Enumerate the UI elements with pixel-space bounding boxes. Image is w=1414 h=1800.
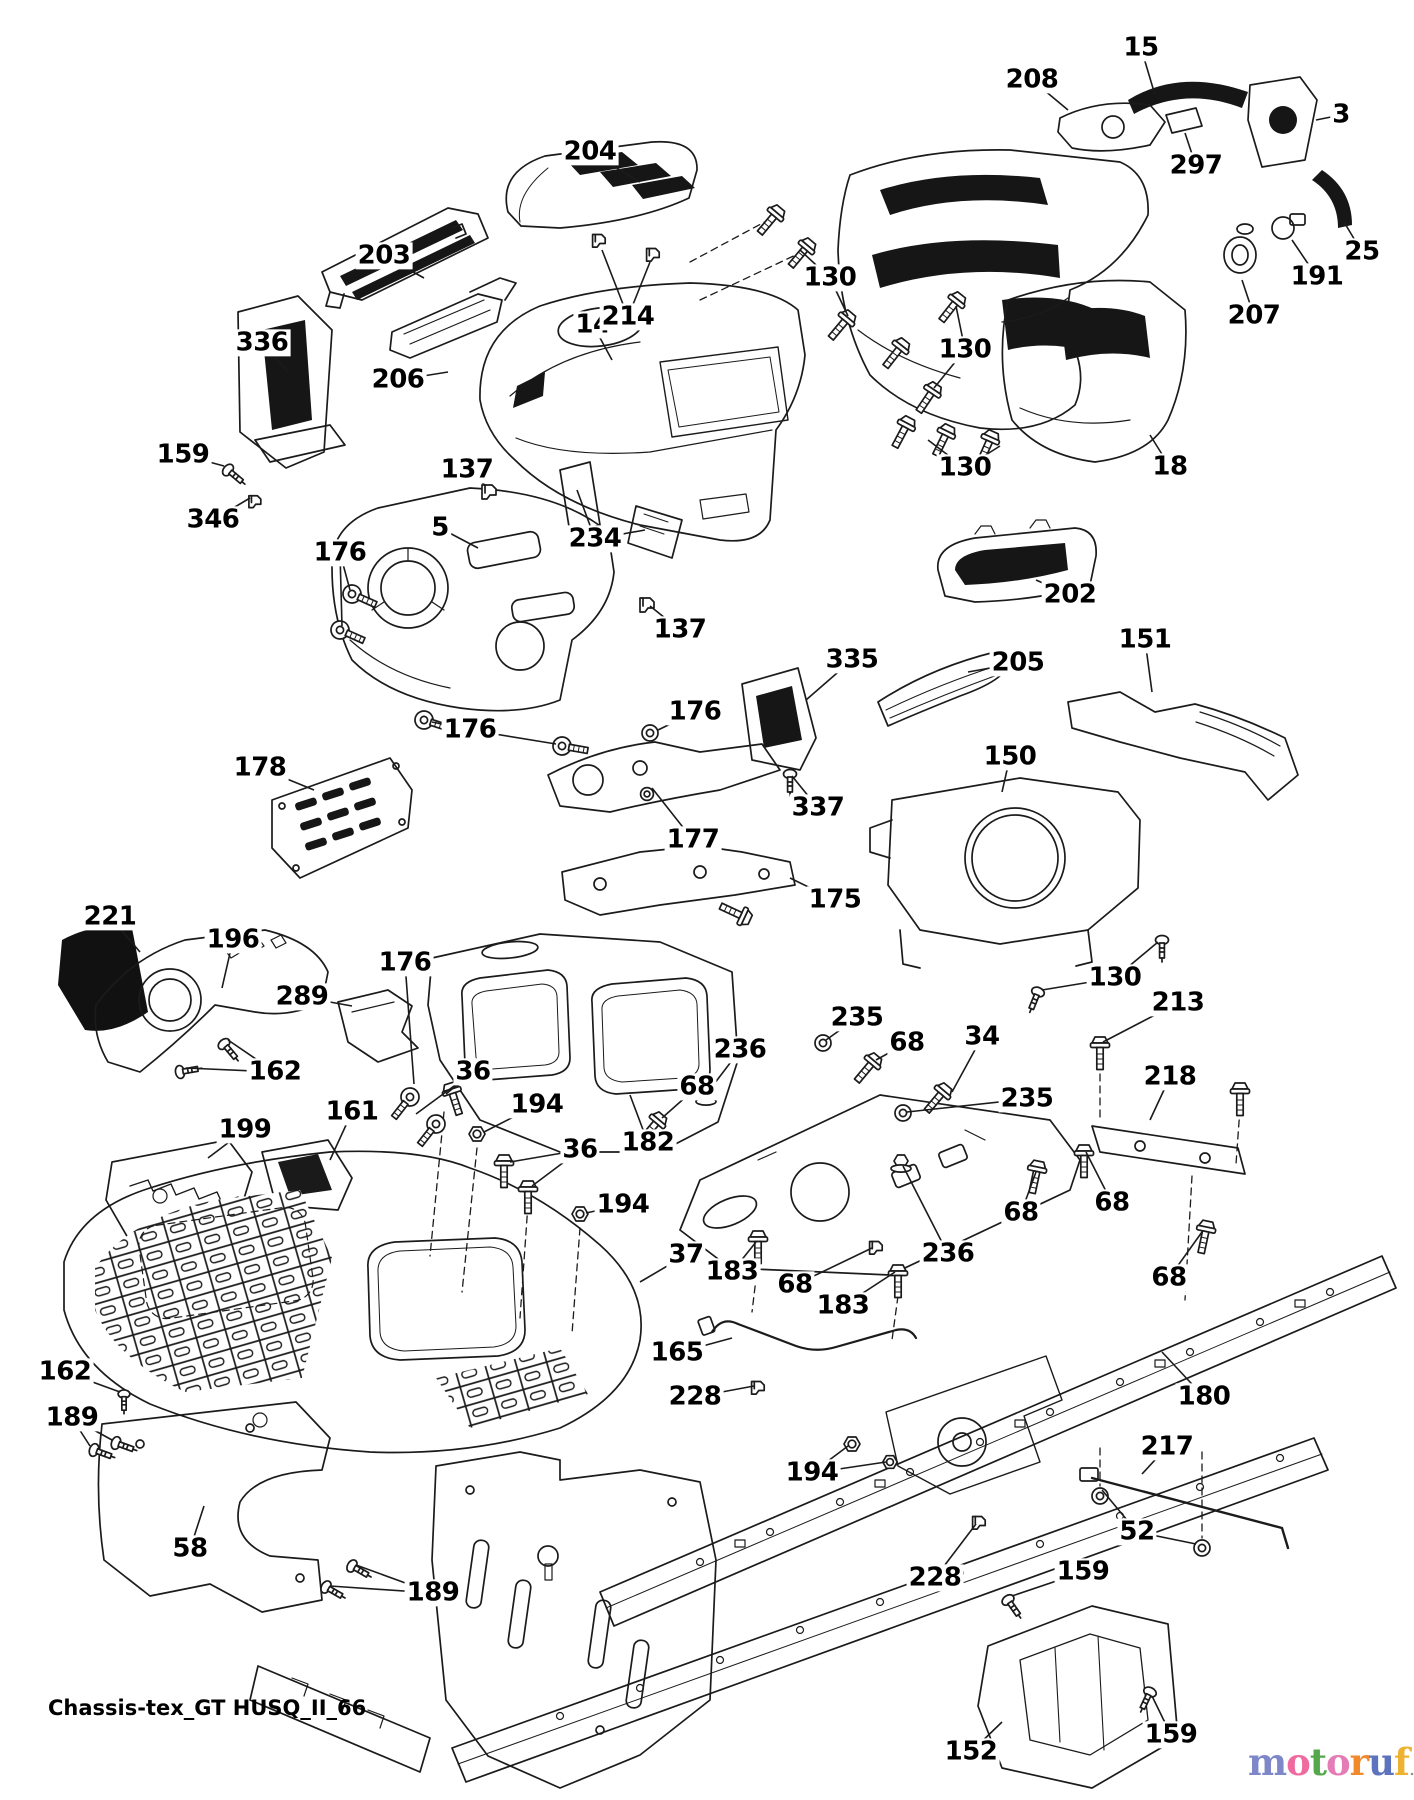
part-callout-221: 221 [81, 901, 139, 932]
part-callout-176: 176 [441, 714, 499, 745]
logo-letter: m [1248, 1740, 1287, 1784]
part-callout-228: 228 [666, 1381, 724, 1412]
part-callout-15: 15 [1121, 32, 1161, 63]
part-callout-183: 183 [814, 1290, 872, 1321]
part-callout-289: 289 [273, 981, 331, 1012]
diagram-title: Chassis-tex_GT HUSQ_II_66 [48, 1696, 367, 1720]
part-callout-297: 297 [1167, 150, 1225, 181]
logo-letter: r [1349, 1740, 1369, 1784]
part-callout-180: 180 [1175, 1381, 1233, 1412]
part-callout-213: 213 [1149, 987, 1207, 1018]
part-callout-218: 218 [1141, 1061, 1199, 1092]
part-callout-217: 217 [1138, 1431, 1196, 1462]
part-callout-162: 162 [246, 1056, 304, 1087]
logo-letter: o [1286, 1740, 1311, 1784]
part-callout-335: 335 [823, 644, 881, 675]
part-callout-214: 214 [599, 301, 657, 332]
part-callout-234: 234 [566, 523, 624, 554]
part-callout-175: 175 [806, 884, 864, 915]
part-callout-206: 206 [369, 364, 427, 395]
logo-letter: o [1325, 1740, 1351, 1784]
part-callout-199: 199 [216, 1114, 274, 1145]
part-callout-177: 177 [664, 824, 722, 855]
part-callout-68: 68 [1149, 1262, 1189, 1293]
part-callout-68: 68 [1001, 1197, 1041, 1228]
part-callout-152: 152 [942, 1736, 1000, 1767]
part-callout-159: 159 [154, 439, 212, 470]
part-callout-176: 176 [376, 947, 434, 978]
part-callout-68: 68 [1092, 1187, 1132, 1218]
part-callout-36: 36 [453, 1056, 493, 1087]
logo-letter: u [1368, 1740, 1395, 1784]
part-callout-194: 194 [783, 1457, 841, 1488]
part-callout-236: 236 [711, 1034, 769, 1065]
part-callout-204: 204 [561, 136, 619, 167]
part-callout-137: 137 [651, 614, 709, 645]
part-callout-194: 194 [594, 1189, 652, 1220]
part-callout-182: 182 [619, 1127, 677, 1158]
part-callout-130: 130 [936, 452, 994, 483]
part-callout-235: 235 [828, 1002, 886, 1033]
part-callout-208: 208 [1003, 64, 1061, 95]
part-callout-37: 37 [666, 1239, 706, 1270]
motoruf-tld: .de [1409, 1758, 1414, 1780]
part-callout-161: 161 [323, 1096, 381, 1127]
part-callout-130: 130 [936, 334, 994, 365]
part-callout-176: 176 [666, 696, 724, 727]
part-callout-52: 52 [1117, 1516, 1157, 1547]
part-callout-203: 203 [355, 240, 413, 271]
part-callout-236: 236 [919, 1238, 977, 1269]
part-callout-189: 189 [43, 1402, 101, 1433]
part-callout-68: 68 [775, 1269, 815, 1300]
part-callout-130: 130 [1086, 962, 1144, 993]
part-callout-337: 337 [789, 792, 847, 823]
part-callout-137: 137 [438, 454, 496, 485]
part-callout-191: 191 [1288, 261, 1346, 292]
part-callout-336: 336 [233, 327, 291, 358]
part-callout-194: 194 [508, 1089, 566, 1120]
part-callout-150: 150 [981, 741, 1039, 772]
part-callout-18: 18 [1150, 451, 1190, 482]
part-callout-159: 159 [1142, 1719, 1200, 1750]
part-callout-178: 178 [231, 752, 289, 783]
part-callout-346: 346 [184, 504, 242, 535]
part-callout-151: 151 [1116, 624, 1174, 655]
part-callout-159: 159 [1054, 1556, 1112, 1587]
motoruf-wordmark: motoruf [1248, 1740, 1410, 1784]
logo-letter: t [1309, 1740, 1327, 1784]
part-callout-202: 202 [1041, 579, 1099, 610]
part-callout-25: 25 [1342, 236, 1382, 267]
part-callout-68: 68 [677, 1071, 717, 1102]
part-callout-165: 165 [648, 1337, 706, 1368]
part-callout-58: 58 [170, 1533, 210, 1564]
part-callout-34: 34 [962, 1021, 1002, 1052]
part-callout-36: 36 [560, 1134, 600, 1165]
part-callout-176: 176 [311, 537, 369, 568]
part-callout-5: 5 [429, 512, 451, 543]
part-callout-196: 196 [204, 924, 262, 955]
part-callout-3: 3 [1330, 99, 1352, 130]
part-callout-162: 162 [36, 1356, 94, 1387]
part-callout-130: 130 [801, 262, 859, 293]
logo-letter: f [1394, 1740, 1410, 1784]
part-callout-183: 183 [703, 1256, 761, 1287]
part-callout-207: 207 [1225, 300, 1283, 331]
motoruf-logo[interactable]: motoruf.de [1248, 1744, 1414, 1781]
part-callout-68: 68 [887, 1027, 927, 1058]
part-callout-228: 228 [906, 1562, 964, 1593]
part-callout-205: 205 [989, 647, 1047, 678]
part-callout-189: 189 [404, 1577, 462, 1608]
part-callout-235: 235 [998, 1083, 1056, 1114]
